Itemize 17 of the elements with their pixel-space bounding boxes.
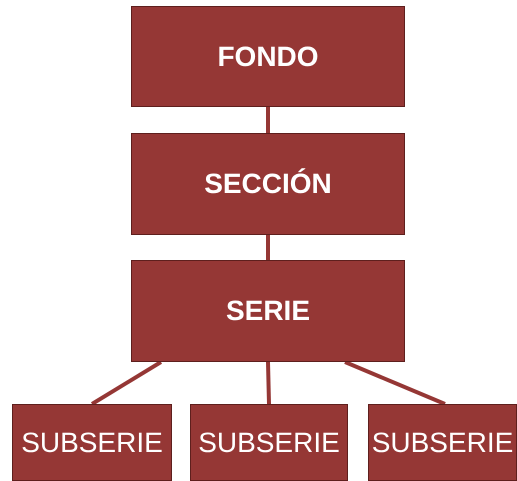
hierarchy-box [131, 133, 405, 235]
node-label: SECCIÓN [204, 168, 332, 200]
node-label: SUBSERIE [198, 426, 340, 458]
node-label: SUBSERIE [372, 426, 514, 458]
hierarchy-box [368, 404, 517, 481]
connector-line [266, 362, 271, 404]
connector-line [266, 107, 270, 133]
node-label: SERIE [226, 295, 310, 327]
hierarchy-box [12, 404, 172, 481]
connector-line [344, 360, 446, 406]
connector-line [90, 360, 162, 406]
hierarchy-box [131, 6, 405, 107]
node-label: SUBSERIE [21, 426, 163, 458]
hierarchy-box [131, 260, 405, 362]
connector-line [266, 235, 270, 260]
hierarchy-box [190, 404, 348, 481]
node-label: FONDO [217, 40, 319, 72]
